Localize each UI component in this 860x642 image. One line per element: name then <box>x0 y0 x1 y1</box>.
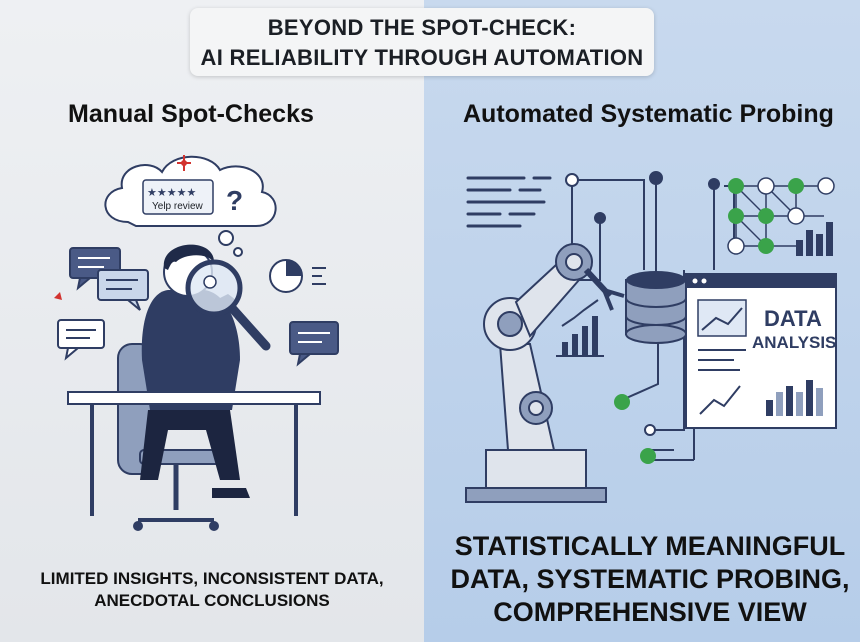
left-caption-line1: LIMITED INSIGHTS, INCONSISTENT DATA, <box>40 569 384 588</box>
database-icon <box>625 271 687 344</box>
right-caption: STATISTICALLY MEANINGFUL DATA, SYSTEMATI… <box>440 530 860 629</box>
check-icon <box>614 394 656 464</box>
bar-chart-icon <box>796 222 833 256</box>
review-text: Yelp review <box>152 201 204 212</box>
magnifying-glass-icon <box>185 259 271 351</box>
page-title-line1: BEYOND THE SPOT-CHECK: <box>267 15 577 40</box>
check-icon <box>727 177 835 255</box>
page-title-line2: AI RELIABILITY THROUGH AUTOMATION <box>200 45 644 70</box>
chat-bubble-icon <box>97 269 149 311</box>
right-caption-line1: STATISTICALLY MEANINGFUL <box>454 531 846 561</box>
chat-bubble-icon <box>57 319 105 361</box>
bar-chart-icon <box>556 299 604 357</box>
robot-arm <box>465 243 625 503</box>
left-heading: Manual Spot-Checks <box>68 100 314 128</box>
code-lines <box>466 176 552 228</box>
person-figure <box>140 244 250 498</box>
pie-chart-icon <box>269 259 326 293</box>
red-dot <box>54 292 62 300</box>
yelp-logo-icon <box>177 155 191 171</box>
right-heading: Automated Systematic Probing <box>463 100 834 128</box>
left-caption: LIMITED INSIGHTS, INCONSISTENT DATA, ANE… <box>12 568 412 612</box>
manual-spot-check-illustration: ★★★★★ Yelp review ? <box>54 155 339 531</box>
check-grid <box>727 177 835 255</box>
dashboard-title-data: DATA <box>764 306 822 331</box>
left-caption-line2: ANECDOTAL CONCLUSIONS <box>94 591 330 610</box>
chat-bubble-icon <box>289 321 339 367</box>
data-analysis-dashboard: DATA ANALYSIS <box>685 273 837 429</box>
question-mark: ? <box>226 185 243 216</box>
dashboard-title-analysis: ANALYSIS <box>752 333 836 352</box>
desk <box>67 391 321 516</box>
right-caption-line2: DATA, SYSTEMATIC PROBING, <box>450 564 850 594</box>
review-card <box>142 179 214 215</box>
title-box: BEYOND THE SPOT-CHECK: AI RELIABILITY TH… <box>190 8 654 76</box>
automated-probing-illustration: DATA ANALYSIS <box>465 171 837 503</box>
review-stars: ★★★★★ <box>147 186 196 199</box>
right-caption-line3: COMPREHENSIVE VIEW <box>493 597 807 627</box>
